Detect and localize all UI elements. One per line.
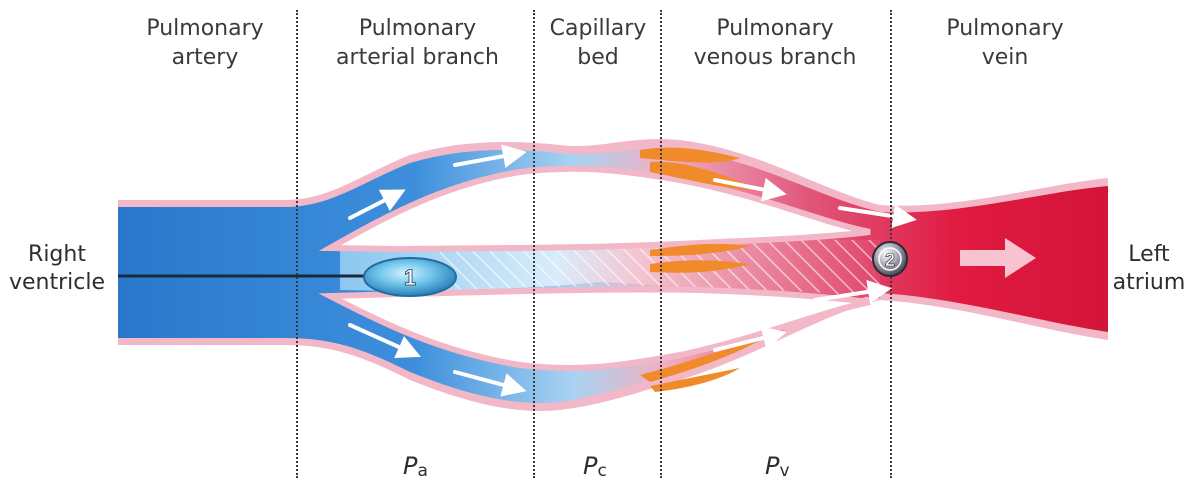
header-line: Pulmonary — [905, 14, 1105, 43]
header-pulmonary-artery: Pulmonary artery — [120, 14, 290, 72]
header-arterial-branch: Pulmonary arterial branch — [310, 14, 525, 72]
header-line: bed — [538, 43, 658, 72]
right-ventricle-label: Right ventricle — [0, 241, 114, 297]
header-venous-branch: Pulmonary venous branch — [665, 14, 885, 72]
header-line: arterial branch — [310, 43, 525, 72]
side-line: ventricle — [0, 269, 114, 297]
side-line: Right — [0, 241, 114, 269]
pressure-symbol: P — [403, 452, 417, 480]
balloon-marker: 1 — [362, 256, 458, 298]
header-line: venous branch — [665, 43, 885, 72]
balloon-number: 1 — [404, 265, 416, 290]
pressure-symbol: P — [583, 452, 597, 480]
header-line: artery — [120, 43, 290, 72]
pressure-subscript: a — [417, 461, 427, 481]
pressure-venous: Pv — [765, 452, 790, 481]
wedge-number: 2 — [885, 250, 895, 270]
left-atrium-label: Left atrium — [1110, 241, 1188, 297]
pressure-arterial: Pa — [403, 452, 428, 481]
side-line: atrium — [1110, 269, 1188, 297]
pressure-capillary: Pc — [583, 452, 607, 481]
pressure-subscript: c — [597, 461, 606, 481]
header-pulmonary-vein: Pulmonary vein — [905, 14, 1105, 72]
header-line: Pulmonary — [120, 14, 290, 43]
side-line: Left — [1110, 241, 1188, 269]
header-capillary-bed: Capillary bed — [538, 14, 658, 72]
divider-1 — [296, 10, 298, 478]
wedge-ball-marker: 2 — [870, 239, 910, 279]
pressure-subscript: v — [779, 461, 789, 481]
header-line: Pulmonary — [310, 14, 525, 43]
header-line: Capillary — [538, 14, 658, 43]
header-line: Pulmonary — [665, 14, 885, 43]
pressure-symbol: P — [765, 452, 779, 480]
header-line: vein — [905, 43, 1105, 72]
divider-3 — [660, 10, 662, 478]
divider-2 — [533, 10, 535, 478]
